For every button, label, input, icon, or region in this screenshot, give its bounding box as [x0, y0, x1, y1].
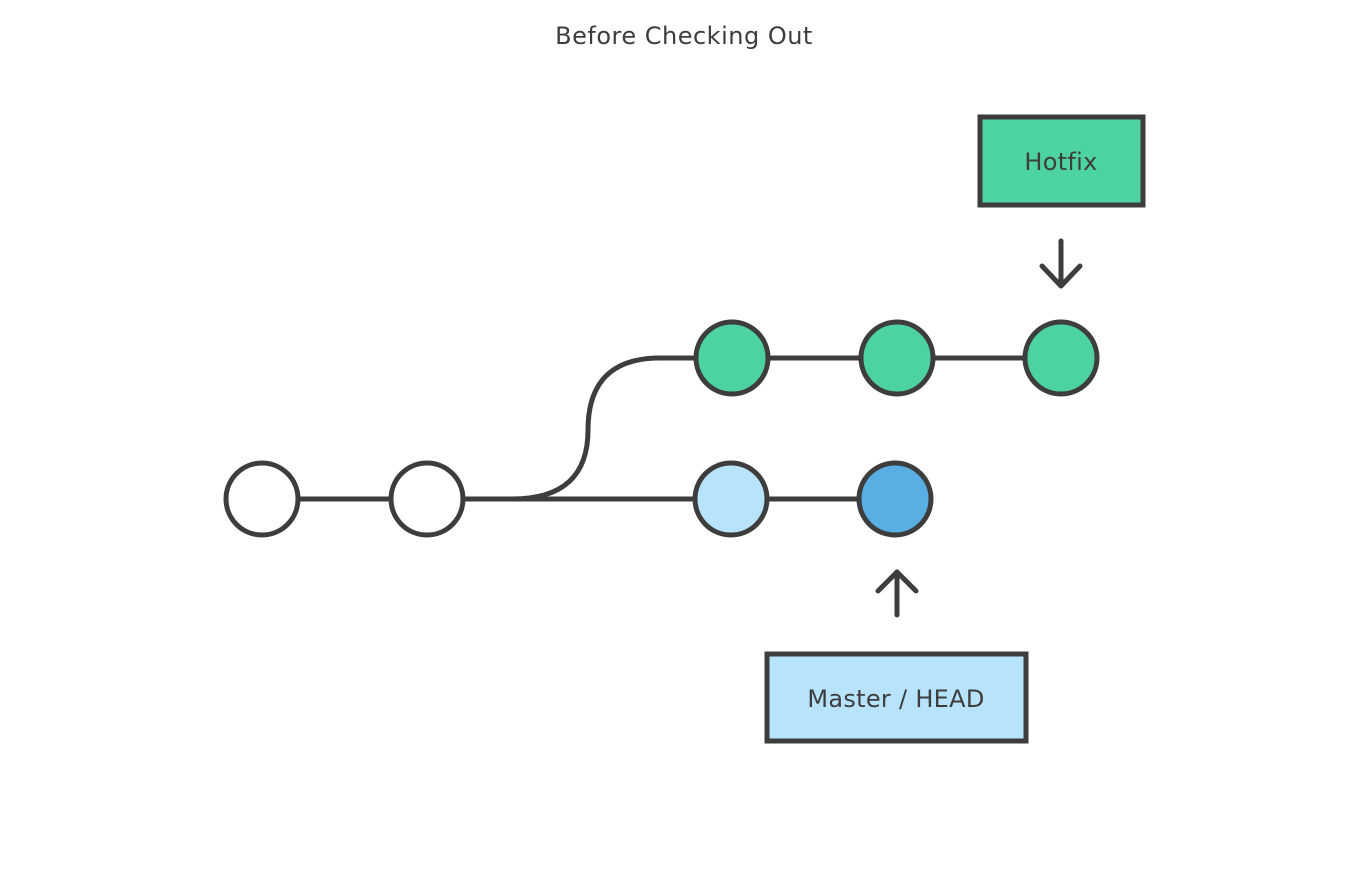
master-commit-1: [692, 460, 770, 538]
base-commit-1: [223, 460, 301, 538]
master-head-pointer: Master / HEAD: [764, 569, 1029, 744]
hotfix-pointer: Hotfix: [977, 114, 1146, 289]
master-head-label-box: [764, 651, 1029, 744]
master-head-label: Master / HEAD: [807, 685, 984, 713]
commits: [223, 319, 1100, 538]
edges: [295, 355, 1028, 502]
arrow-down-icon: [1039, 238, 1083, 289]
arrow-up-icon: [875, 569, 919, 618]
hotfix-branch-curve: [509, 355, 699, 502]
hotfix-commit-2: [858, 319, 936, 397]
hotfix-label-box: [977, 114, 1146, 208]
hotfix-label: Hotfix: [1024, 148, 1097, 176]
diagram-title: Before Checking Out: [555, 22, 813, 50]
hotfix-commit-3: [1022, 319, 1100, 397]
hotfix-commit-1: [693, 319, 771, 397]
head-commit: [856, 460, 934, 538]
base-commit-2: [388, 460, 466, 538]
